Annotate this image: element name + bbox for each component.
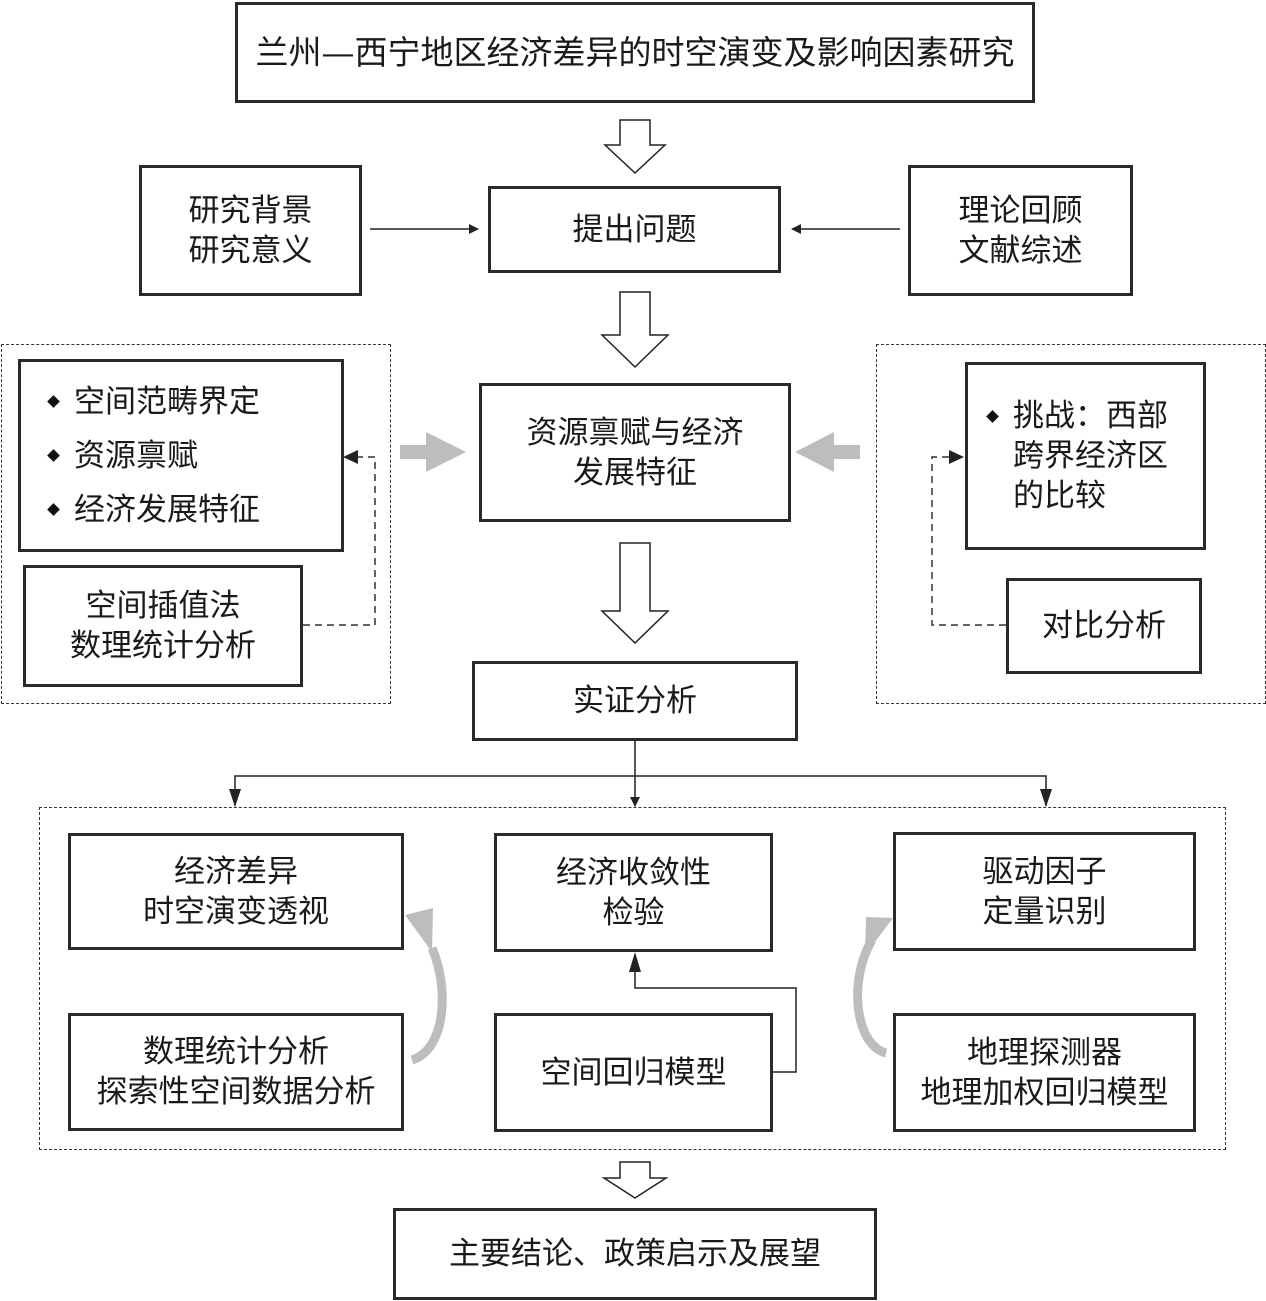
conclusion-box: 主要结论、政策启示及展望: [393, 1208, 877, 1300]
diamond-bullet-icon: [47, 395, 60, 408]
bullet-item: 资源禀赋: [47, 429, 198, 483]
theory-line-1: 理论回顾: [958, 192, 1083, 229]
gray-left-arrow: [795, 432, 860, 472]
empirical-box: 实证分析: [472, 661, 798, 741]
problem-text: 提出问题: [572, 211, 697, 248]
branch-arrow-left: [229, 789, 241, 807]
left-method-box: 空间插值法 数理统计分析: [23, 565, 303, 687]
left-dashed-panel: [1, 344, 391, 704]
hollow-down-arrow-2: [600, 291, 670, 369]
branch-line: [234, 775, 1047, 806]
gray-right-arrow: [400, 432, 466, 472]
characteristics-line-2: 发展特征: [573, 454, 697, 491]
bullet-item: 经济发展特征: [47, 483, 260, 537]
empirical-text: 实证分析: [573, 683, 697, 719]
background-line-2: 研究意义: [188, 232, 313, 269]
left-method-line-2: 数理统计分析: [70, 628, 256, 664]
hollow-down-arrow-3: [600, 542, 670, 645]
analysis-dashed-panel: [39, 807, 1226, 1150]
result-box-disparity: 经济差异 时空演变透视: [68, 833, 404, 950]
result-box-convergence: 经济收敛性 检验: [494, 833, 773, 952]
method-box-spatial-regression: 空间回归模型: [494, 1013, 773, 1132]
right-bullets-box: 挑战：西部 跨界经济区 的比较: [965, 362, 1206, 550]
background-line-1: 研究背景: [188, 192, 313, 229]
background-box: 研究背景 研究意义: [139, 165, 362, 296]
theory-line-2: 文献综述: [958, 232, 1083, 269]
right-method-box: 对比分析: [1006, 578, 1202, 674]
diamond-bullet-icon: [986, 410, 999, 423]
characteristics-box: 资源禀赋与经济 发展特征: [479, 383, 791, 522]
result-box-drivers: 驱动因子 定量识别: [893, 832, 1196, 951]
hollow-down-arrow-4: [601, 1161, 669, 1199]
left-method-line-1: 空间插值法: [85, 588, 241, 624]
title-text: 兰州—西宁地区经济差异的时空演变及影响因素研究: [255, 32, 1015, 72]
branch-arrow-right: [1040, 789, 1052, 807]
problem-box: 提出问题: [488, 186, 781, 273]
hollow-down-arrow-1: [603, 119, 667, 175]
method-box-geodetector: 地理探测器 地理加权回归模型: [893, 1013, 1196, 1132]
left-bullets-box: 空间范畴界定 资源禀赋 经济发展特征: [18, 359, 344, 552]
method-box-statistics: 数理统计分析 探索性空间数据分析: [68, 1013, 404, 1131]
characteristics-line-1: 资源禀赋与经济: [526, 414, 744, 451]
bullet-item: 挑战：西部 跨界经济区 的比较: [986, 396, 1168, 516]
diamond-bullet-icon: [47, 449, 60, 462]
conclusion-text: 主要结论、政策启示及展望: [449, 1236, 821, 1272]
bullet-item: 空间范畴界定: [47, 375, 260, 429]
right-method-text: 对比分析: [1042, 608, 1166, 644]
theory-box: 理论回顾 文献综述: [908, 165, 1133, 296]
diamond-bullet-icon: [47, 503, 60, 516]
title-box: 兰州—西宁地区经济差异的时空演变及影响因素研究: [235, 2, 1035, 103]
